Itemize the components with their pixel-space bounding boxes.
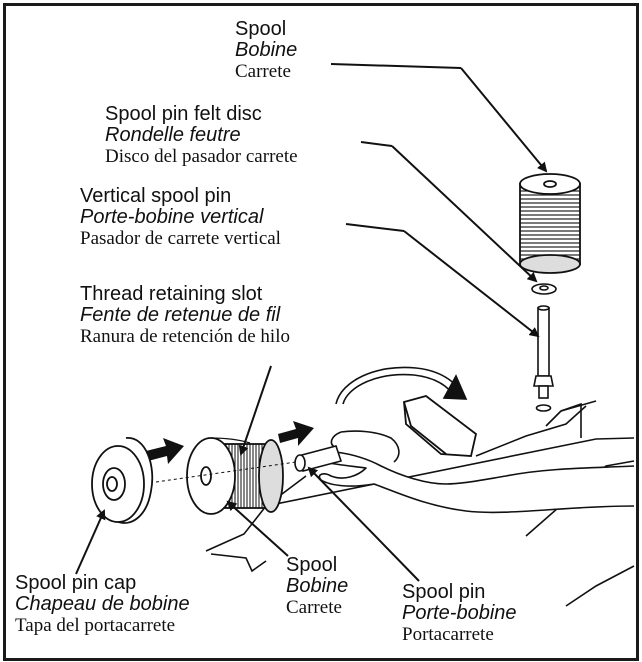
label-fr: Rondelle feutre [105, 124, 241, 146]
label-es: Portacarrete [402, 624, 494, 645]
label-fr: Bobine [286, 575, 349, 597]
leader-vertical-pin [345, 223, 405, 232]
label-spool-bottom: Spool Bobine Carrete [286, 555, 348, 618]
spool-installation-illustration [75, 63, 635, 607]
label-vertical-pin: Vertical spool pin Porte-bobine vertical… [80, 186, 281, 249]
label-en: Spool pin [402, 581, 486, 603]
label-en: Vertical spool pin [80, 185, 232, 207]
label-es: Pasador de carrete vertical [80, 228, 281, 249]
label-fr: Bobine [235, 39, 298, 61]
label-retaining-slot: Thread retaining slot Fente de retenue d… [80, 284, 290, 347]
diagram-frame: Spool Bobine Carrete Spool pin felt disc… [3, 3, 639, 661]
spool-pin-cap [91, 437, 154, 524]
label-fr: Porte-bobine vertical [80, 206, 264, 228]
label-felt-disc: Spool pin felt disc Rondelle feutre Disc… [105, 104, 298, 167]
leader-retaining-slot [238, 365, 272, 456]
label-es: Carrete [286, 597, 342, 618]
label-es: Tapa del portacarrete [15, 615, 176, 636]
label-es: Carrete [235, 61, 291, 82]
lever-holder [403, 395, 478, 457]
label-en: Spool pin cap [15, 572, 137, 594]
label-en: Thread retaining slot [80, 283, 263, 305]
vertical-pin [533, 305, 554, 412]
push-arrows [146, 421, 314, 464]
label-es: Ranura de retención de hilo [80, 326, 290, 347]
leader-spool-top [330, 63, 462, 69]
curved-arrow [335, 366, 468, 405]
label-fr: Chapeau de bobine [15, 593, 190, 615]
label-en: Spool pin felt disc [105, 103, 262, 125]
felt-disc [531, 283, 557, 295]
leader-felt-disc [360, 141, 393, 147]
vertical-spool [519, 173, 581, 274]
label-en: Spool [235, 18, 287, 40]
label-spool-pin: Spool pin Porte-bobine Portacarrete [402, 582, 517, 645]
leader-pin-cap [75, 509, 106, 575]
label-fr: Fente de retenue de fil [80, 304, 281, 326]
leader-lines [75, 63, 548, 582]
label-spool-top: Spool Bobine Carrete [235, 19, 297, 82]
label-es: Disco del pasador carrete [105, 146, 298, 167]
label-fr: Porte-bobine [402, 602, 517, 624]
label-en: Spool [286, 554, 338, 576]
leader-spool-pin [307, 466, 420, 582]
hand-holding-pin [315, 430, 635, 514]
horizontal-spool [186, 437, 284, 515]
leader-spool-bottom [226, 500, 289, 557]
horizontal-spool-pin [294, 445, 343, 472]
label-pin-cap: Spool pin cap Chapeau de bobine Tapa del… [15, 573, 190, 636]
